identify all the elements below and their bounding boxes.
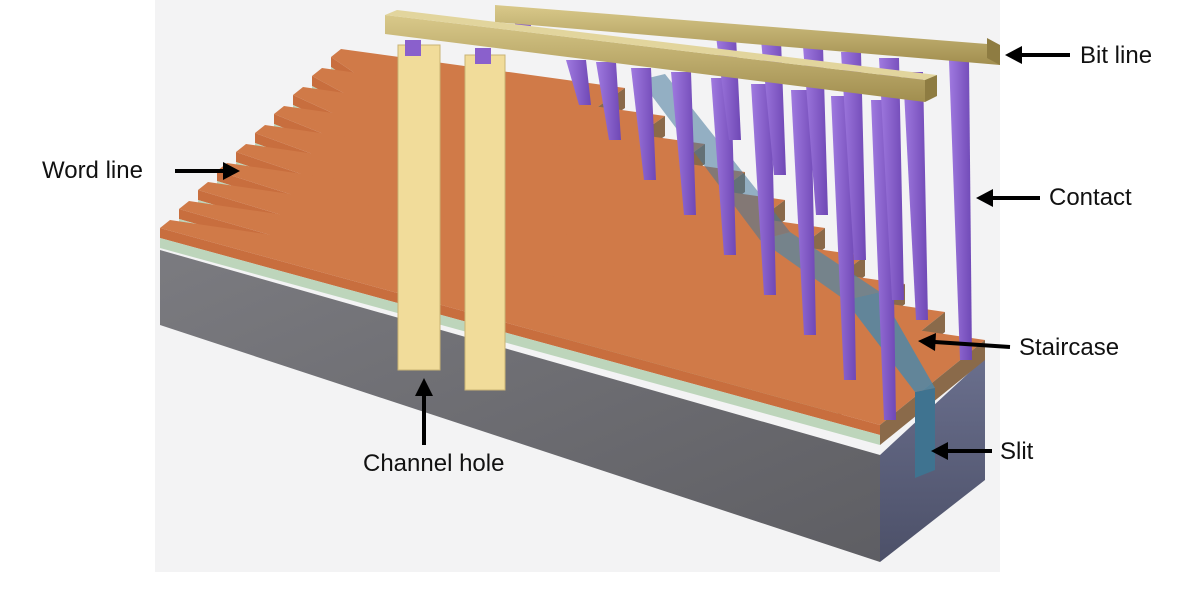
channel-hole-pillar-1	[397, 44, 441, 371]
annotation-arrows	[175, 46, 1070, 460]
contact-pillar	[751, 84, 776, 295]
bit-line-arrow	[1005, 46, 1070, 64]
channel-hole-pillar-2	[464, 54, 506, 391]
contact-pillar	[879, 58, 904, 300]
contact-pillar	[791, 90, 816, 335]
word-line-label: Word line	[42, 157, 143, 184]
contact-arrow	[976, 189, 1040, 207]
staircase-label: Staircase	[1019, 334, 1120, 361]
slit-arrow	[931, 442, 992, 460]
contact-pillar	[405, 40, 421, 56]
channel-holes	[397, 44, 506, 391]
staircase-arrow	[918, 333, 1011, 351]
contact-pillar	[903, 72, 928, 320]
slit-label: Slit	[1000, 438, 1034, 465]
word-line-arrow	[175, 162, 240, 180]
contacts	[405, 14, 972, 420]
contact-pillar	[596, 62, 621, 140]
staircase-step	[160, 220, 985, 445]
bit-lines	[385, 5, 1000, 102]
contact-pillar	[671, 72, 696, 215]
contact-pillar	[949, 60, 972, 360]
bit-line-back	[495, 5, 1000, 65]
contact-pillar	[475, 48, 491, 64]
contact-pillar	[841, 52, 866, 260]
bit-line-front	[385, 10, 937, 102]
contact-pillar	[566, 60, 591, 105]
contact-pillar	[631, 68, 656, 180]
contact-label: Contact	[1049, 184, 1132, 211]
channel-hole-label: Channel hole	[363, 450, 505, 477]
bit-line-label: Bit line	[1080, 42, 1153, 69]
channel-hole-arrow	[415, 378, 433, 445]
